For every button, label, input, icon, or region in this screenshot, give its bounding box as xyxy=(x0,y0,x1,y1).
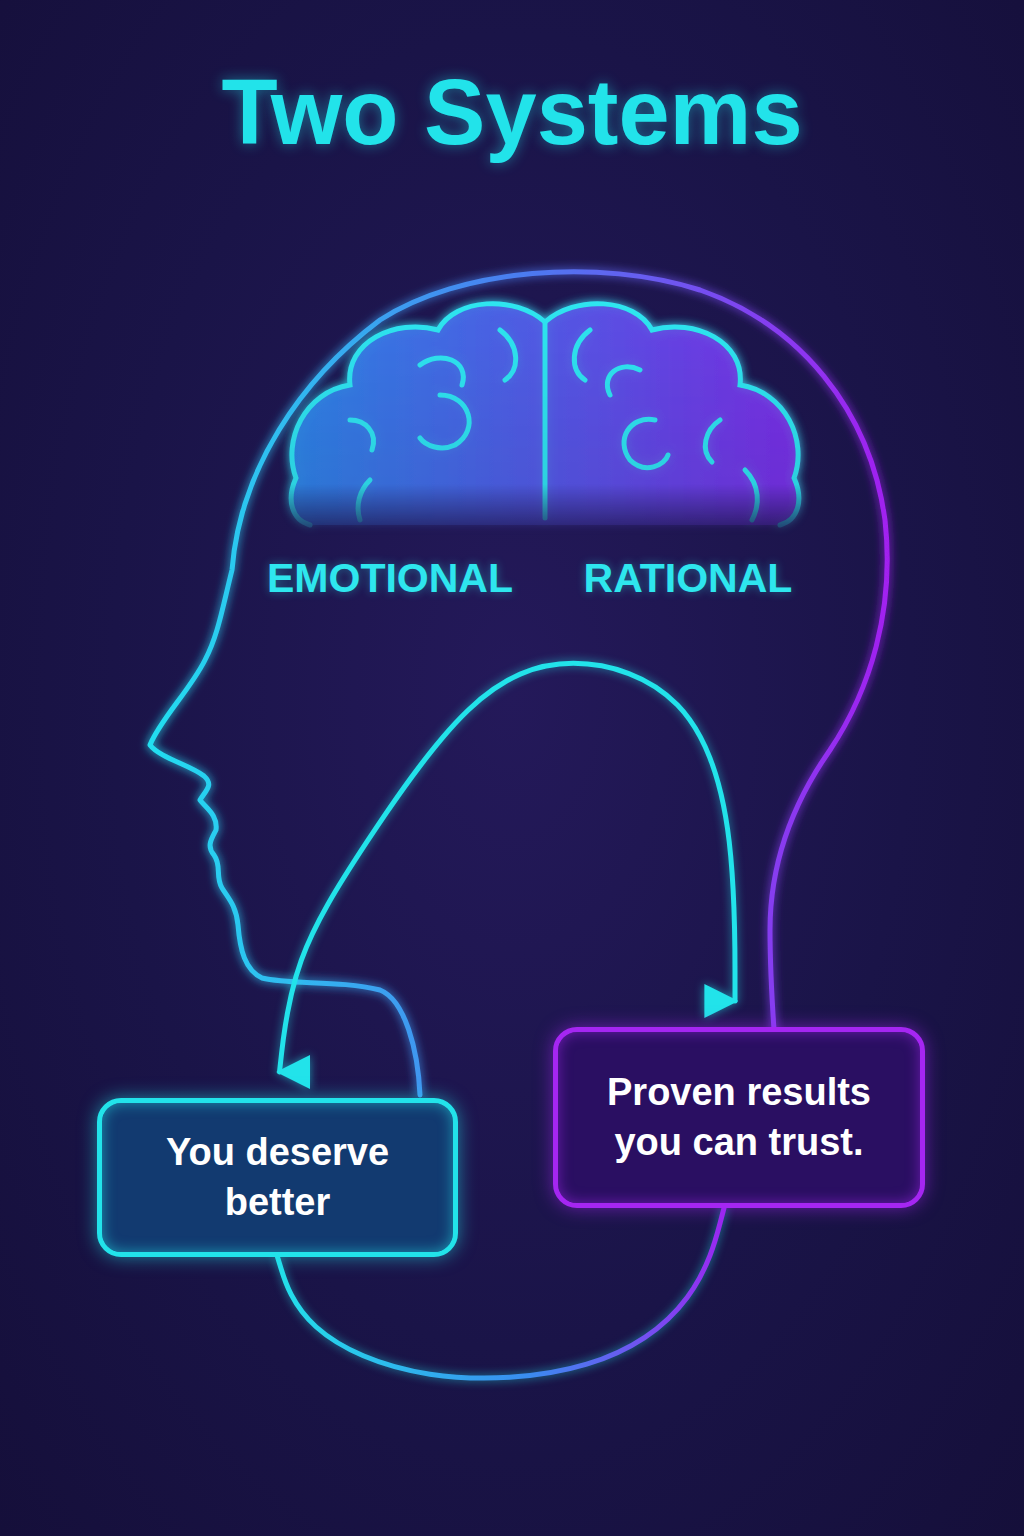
brain-icon xyxy=(291,304,799,525)
head-outline xyxy=(150,272,887,1095)
box-text: Proven results you can trust. xyxy=(558,1068,920,1167)
connector xyxy=(280,663,736,1072)
hemisphere-label: RATIONAL xyxy=(584,555,793,602)
box-text: You deserve better xyxy=(102,1128,453,1227)
title: Two Systems xyxy=(0,62,1024,163)
message-box: You deserve better xyxy=(97,1098,458,1257)
hemisphere-label: EMOTIONAL xyxy=(267,555,513,602)
message-box: Proven results you can trust. xyxy=(553,1027,925,1208)
